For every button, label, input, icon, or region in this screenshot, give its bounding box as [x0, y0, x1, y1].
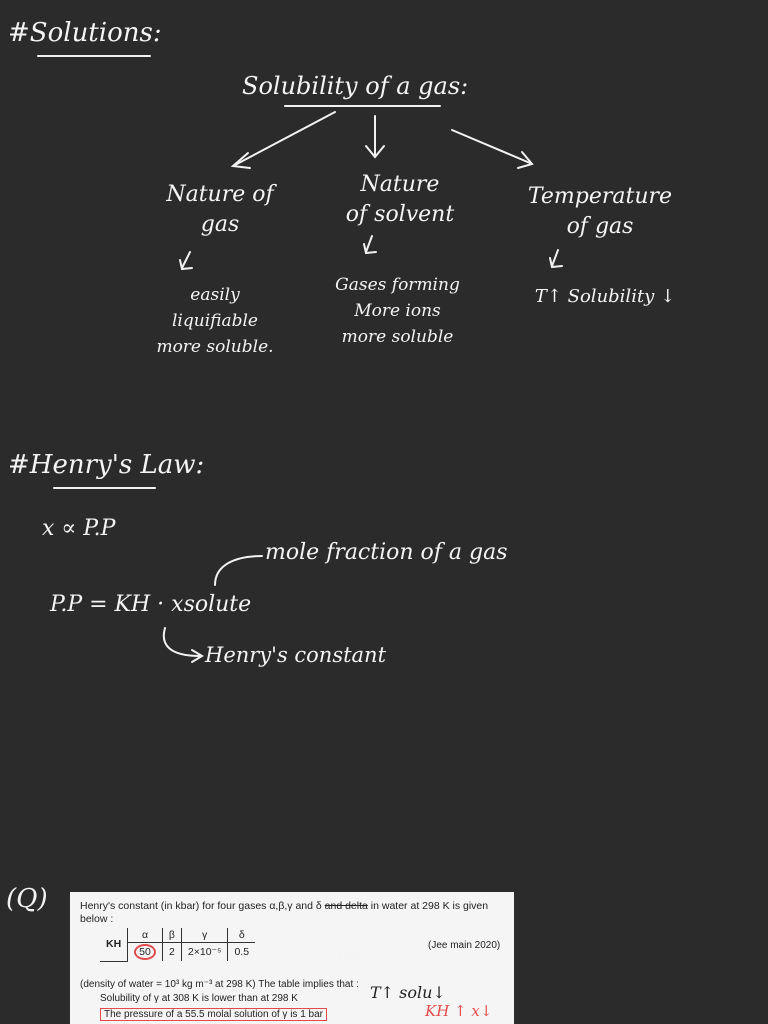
kh-header-beta: β [162, 928, 182, 943]
question-line-density: (density of water = 10³ kg m⁻³ at 298 K)… [80, 979, 359, 990]
branch-temperature-title: Temperature of gas [527, 184, 673, 239]
solutions-heading: #Solutions: [8, 18, 162, 48]
kh-row-label: KH [100, 928, 129, 962]
kh-value-beta: 2 [162, 942, 182, 961]
kh-header-delta: δ [227, 928, 256, 943]
henry-note-constant: Henry's constant [205, 643, 387, 667]
tree-root: Solubility of a gas: [242, 72, 469, 100]
question-option-1: Solubility of γ at 308 K is lower than a… [100, 993, 298, 1004]
henry-proportion: x ∝ P.P [42, 516, 116, 541]
kh-header-gamma: γ [181, 928, 229, 943]
question-option-2: The pressure of a 55.5 molal solution of… [100, 1008, 328, 1021]
annotation-kh-note: KH ↑ x↓ [425, 1002, 493, 1020]
henry-heading: #Henry's Law: [8, 450, 205, 480]
branch-solvent-detail: Gases forming More ions more soluble [335, 275, 460, 347]
branch-solvent-title: Nature of solvent [345, 172, 455, 227]
kh-value-alpha: 50 [134, 944, 156, 960]
branch-gas-title: Nature of gas [166, 182, 274, 237]
question-card: Henry's constant (in kbar) for four gase… [70, 892, 514, 1024]
question-source: (Jee main 2020) [428, 940, 501, 951]
henry-equation: P.P = KH · xsolute [50, 592, 252, 617]
henry-note-mole-fraction: mole fraction of a gas [265, 540, 508, 565]
henry-constant-table: KH α β γ δ 50 2 2×10⁻⁵ 0.5 [100, 928, 256, 962]
kh-value-delta: 0.5 [234, 946, 250, 958]
annotation-no: no. [338, 945, 363, 964]
annotation-temp-solubility: T↑ solu↓ [370, 983, 446, 1002]
kh-header-alpha: α [127, 928, 163, 943]
branch-gas-detail: easily liquifiable more soluble. [156, 285, 274, 357]
branch-temperature-detail: T↑ Solubility ↓ [534, 286, 676, 307]
question-text: Henry's constant (in kbar) for four gase… [80, 900, 489, 925]
kh-value-gamma: 2×10⁻⁵ [181, 942, 229, 961]
question-label: (Q) [6, 884, 48, 914]
